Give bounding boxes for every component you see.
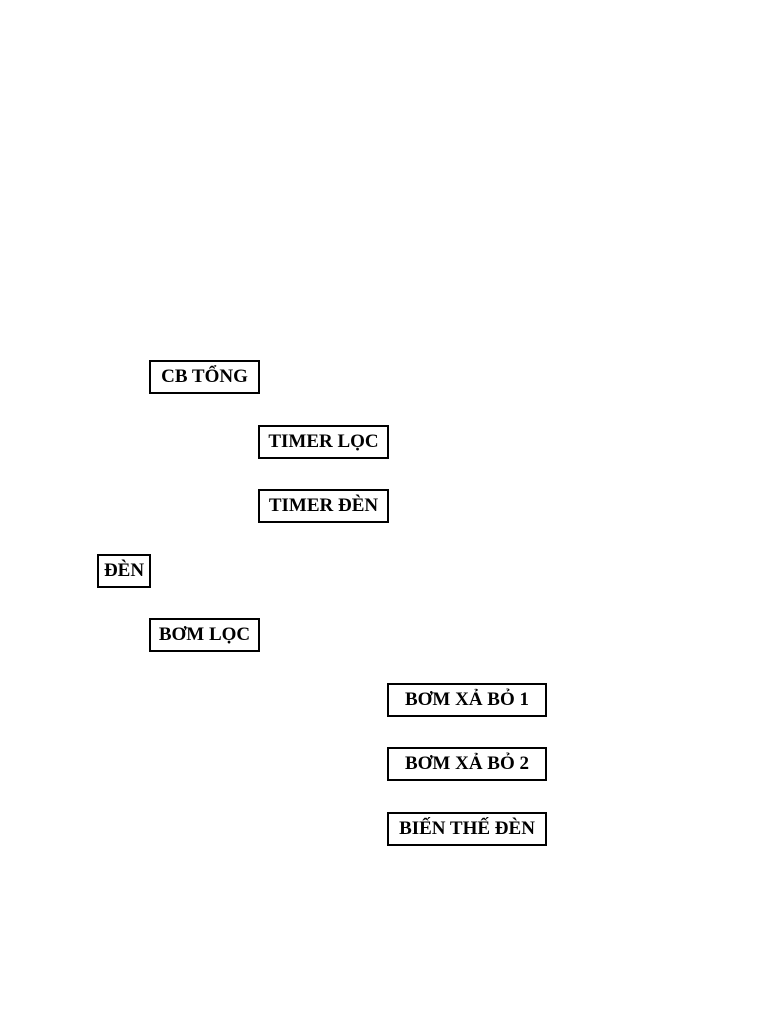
bien-the-den-box: BIẾN THẾ ĐÈN — [387, 812, 547, 846]
den-box: ĐÈN — [97, 554, 151, 588]
bom-loc-box: BƠM LỌC — [149, 618, 260, 652]
bom-xa-bo-1-box: BƠM XẢ BỎ 1 — [387, 683, 547, 717]
bom-xa-bo-2-box: BƠM XẢ BỎ 2 — [387, 747, 547, 781]
cb-tong-box: CB TỔNG — [149, 360, 260, 394]
timer-den-box: TIMER ĐÈN — [258, 489, 389, 523]
timer-loc-box: TIMER LỌC — [258, 425, 389, 459]
